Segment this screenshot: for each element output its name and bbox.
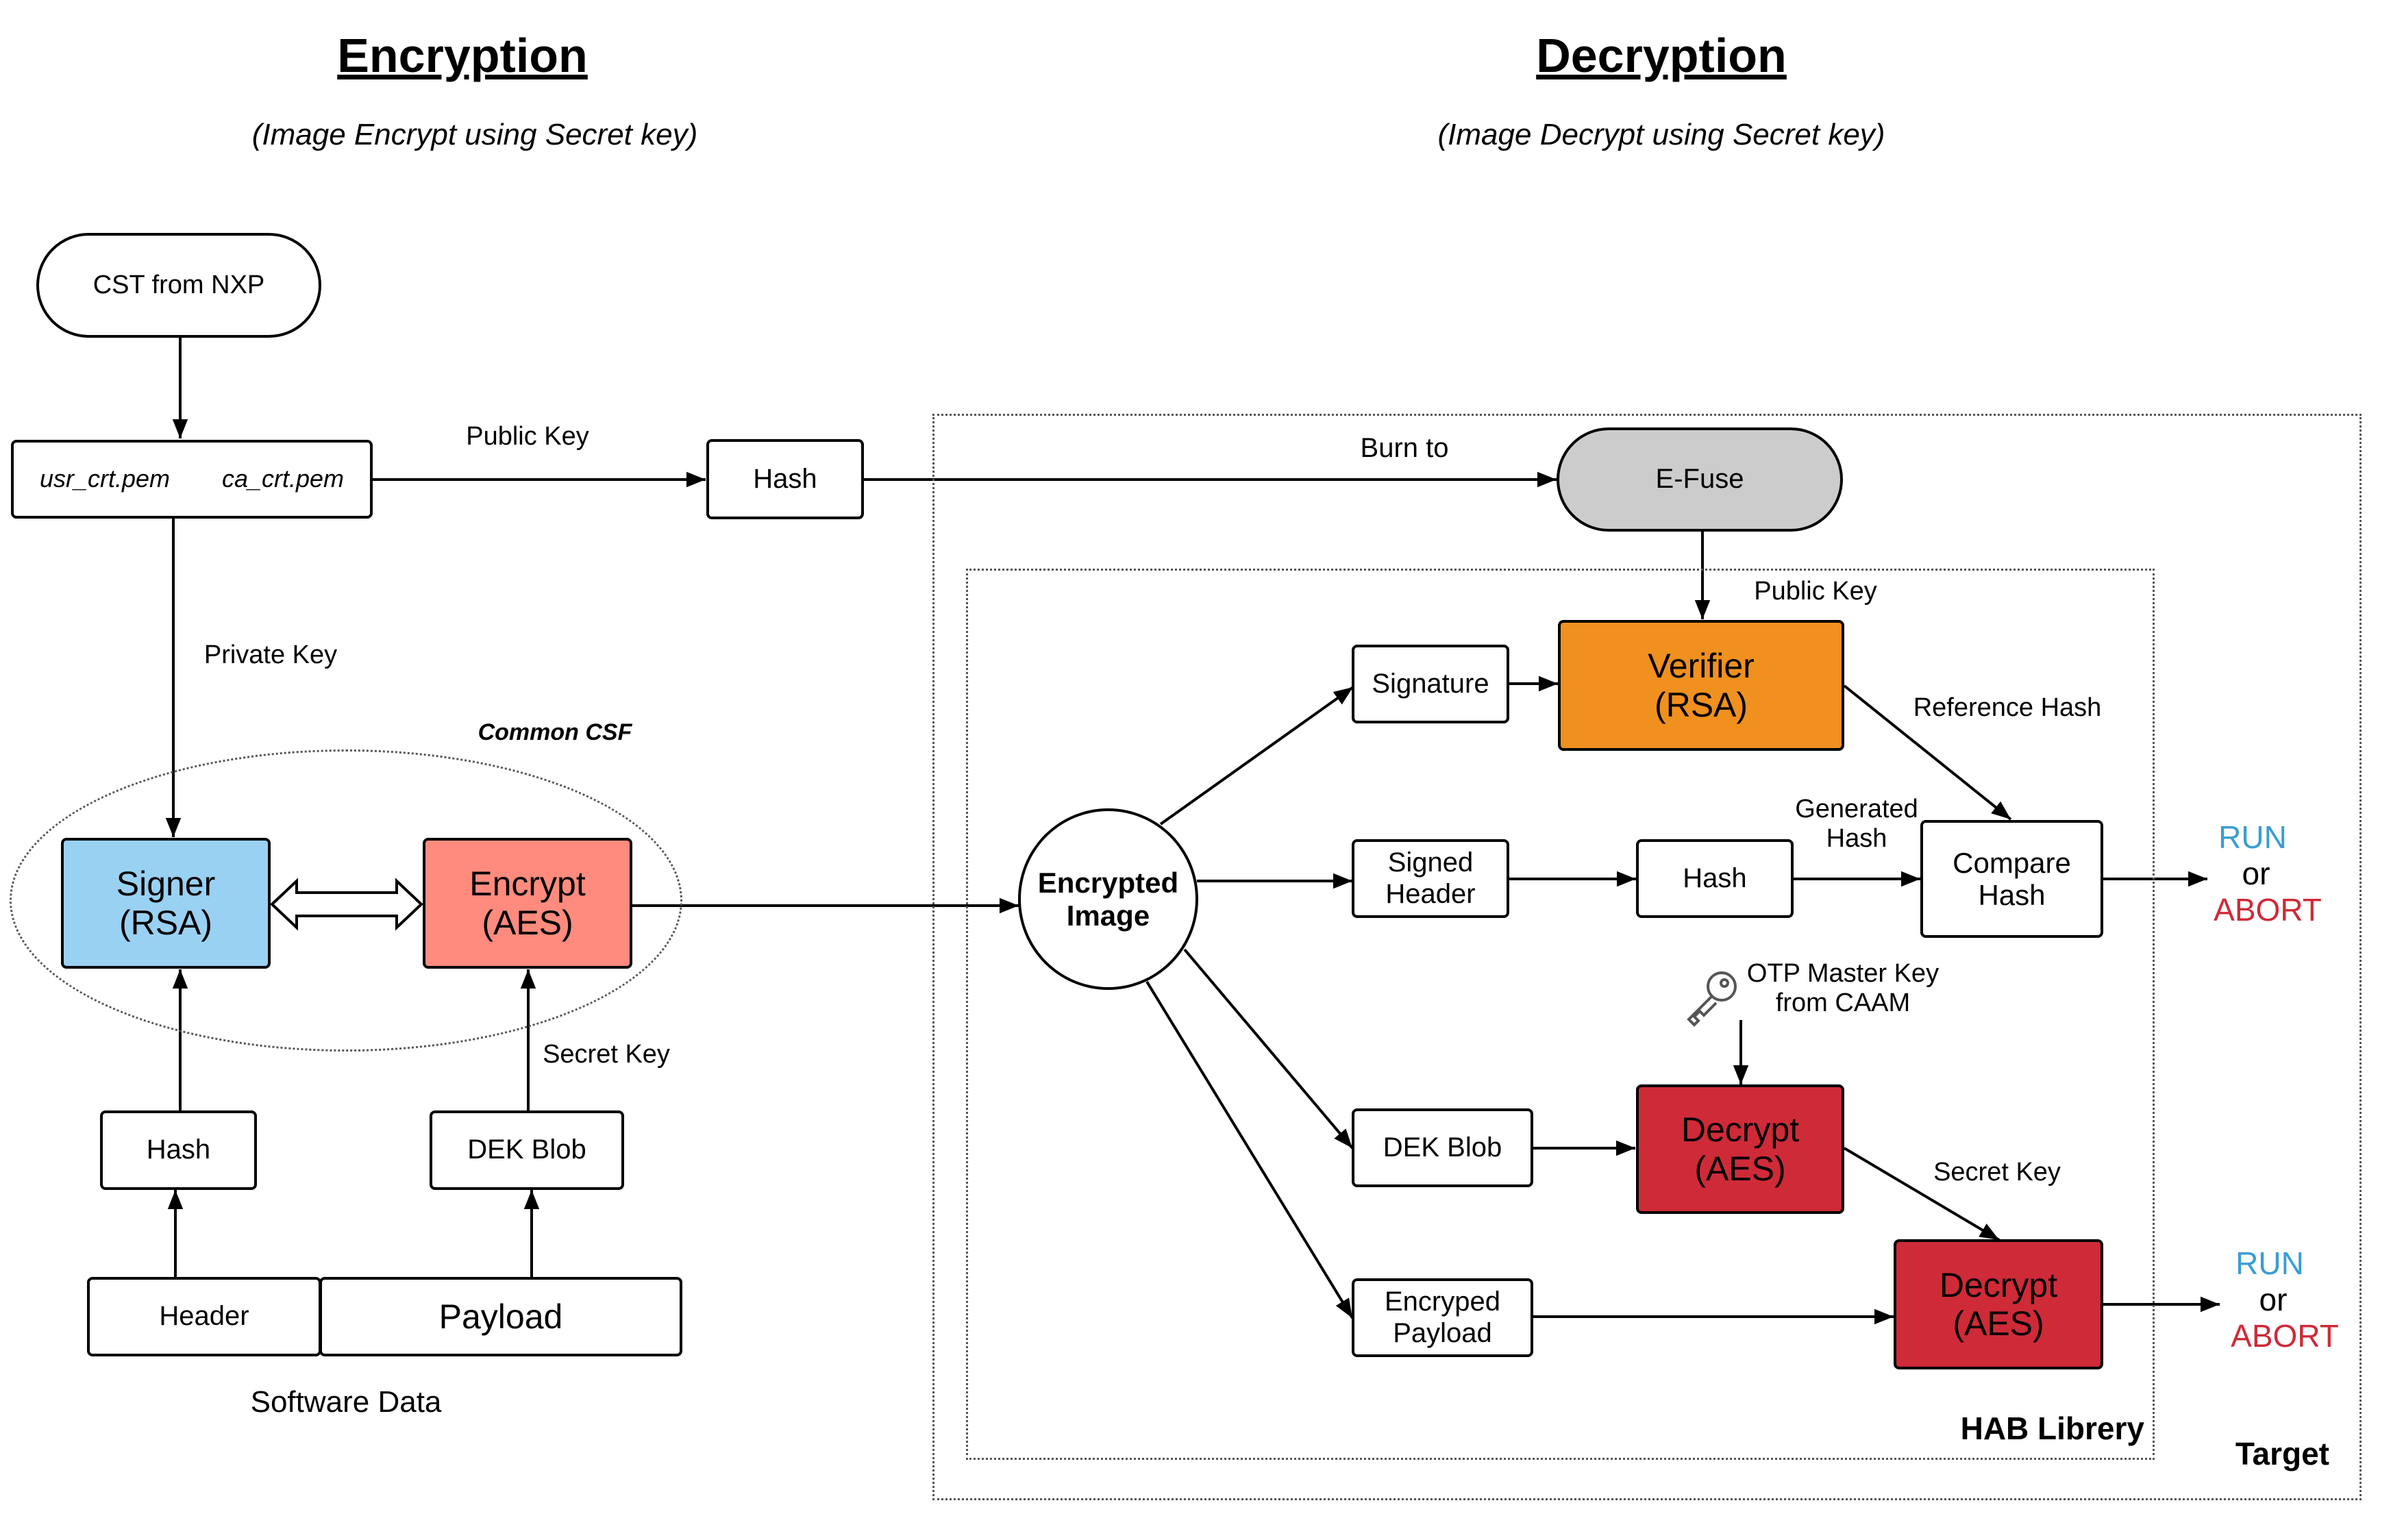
- cst-from-nxp-label: CST from NXP: [92, 271, 265, 300]
- dek-blob-enc: DEK Blob: [430, 1110, 624, 1190]
- encrypted-image: Encrypted Image: [1018, 808, 1198, 990]
- signer-rsa-line1: Signer: [116, 865, 216, 903]
- public-key-label-dec: Public Key: [1754, 577, 1877, 606]
- hash-box-top-label: Hash: [753, 463, 817, 494]
- ca-crt-file: ca_crt.pem: [221, 464, 345, 493]
- signature-box: Signature: [1352, 645, 1509, 723]
- hash-box-bottom: Hash: [100, 1110, 257, 1190]
- decryption-subtitle: (Image Decrypt using Secret key): [1437, 118, 1885, 151]
- payload-label: Payload: [438, 1297, 563, 1336]
- dek-blob-dec: DEK Blob: [1352, 1108, 1533, 1187]
- public-key-label: Public Key: [466, 422, 589, 451]
- signer-rsa-line2: (RSA): [119, 903, 213, 942]
- key-icon: [1687, 971, 1737, 1027]
- decrypt-aes-1-line2: (AES): [1694, 1149, 1786, 1188]
- otp-line1: OTP Master Key: [1746, 959, 1940, 988]
- encrypted-payload-line2: Payload: [1393, 1317, 1492, 1348]
- compare-hash-line2: Hash: [1978, 879, 2046, 911]
- decrypt-aes-1: Decrypt (AES): [1636, 1084, 1844, 1214]
- encrypt-aes-line1: Encrypt: [469, 865, 586, 903]
- generated-hash-label: Generated Hash: [1774, 795, 1939, 853]
- encrypted-image-line2: Image: [1066, 899, 1150, 932]
- verifier-rsa-line2: (RSA): [1654, 685, 1748, 724]
- encrypt-aes: Encrypt (AES): [423, 838, 632, 969]
- secret-key-label-dec: Secret Key: [1933, 1158, 2061, 1187]
- signed-header-line1: Signed: [1387, 847, 1474, 878]
- dek-blob-enc-label: DEK Blob: [467, 1134, 586, 1165]
- hash-box-bottom-label: Hash: [146, 1134, 211, 1165]
- signed-header-box: Signed Header: [1352, 839, 1509, 918]
- outcome-bottom-or: or: [2259, 1281, 2288, 1317]
- decrypt-aes-2-line1: Decrypt: [1939, 1265, 2058, 1304]
- encryption-heading: Encryption: [337, 29, 588, 82]
- target-region: [932, 414, 2362, 1500]
- compare-hash-box: Compare Hash: [1920, 820, 2103, 938]
- encrypted-payload-box: Encryped Payload: [1352, 1278, 1533, 1357]
- outcome-top-or: or: [2242, 855, 2270, 891]
- hash-box-top: Hash: [706, 439, 864, 519]
- outcome-top: RUN or ABORT: [2189, 819, 2346, 928]
- e-fuse: E-Fuse: [1557, 427, 1843, 532]
- common-csf-label: Common CSF: [478, 719, 632, 745]
- generated-hash-line1: Generated: [1795, 795, 1918, 823]
- encryption-subtitle: (Image Encrypt using Secret key): [251, 118, 698, 151]
- hash-box-dec-label: Hash: [1683, 862, 1747, 893]
- signed-header-line2: Header: [1385, 878, 1476, 909]
- verifier-rsa: Verifier (RSA): [1558, 620, 1844, 751]
- outcome-top-run: RUN: [2218, 819, 2287, 855]
- target-label: Target: [2235, 1436, 2329, 1471]
- decrypt-aes-2: Decrypt (AES): [1894, 1239, 2103, 1369]
- verifier-rsa-line1: Verifier: [1648, 647, 1755, 685]
- cert-files-box: usr_crt.pem ca_crt.pem: [11, 440, 373, 519]
- usr-crt-file: usr_crt.pem: [39, 464, 171, 493]
- encrypt-aes-line2: (AES): [482, 903, 573, 942]
- header-box: Header: [87, 1277, 321, 1356]
- outcome-top-abort: ABORT: [2214, 891, 2322, 928]
- header-label: Header: [159, 1301, 249, 1332]
- e-fuse-label: E-Fuse: [1655, 464, 1744, 495]
- dek-blob-dec-label: DEK Blob: [1383, 1132, 1502, 1163]
- burn-to-label: Burn to: [1360, 433, 1449, 463]
- outcome-bottom-run: RUN: [2235, 1245, 2304, 1281]
- private-key-label: Private Key: [203, 641, 338, 669]
- decrypt-aes-1-line1: Decrypt: [1681, 1110, 1800, 1149]
- common-csf-region: [10, 749, 682, 1052]
- outcome-bottom-abort: ABORT: [2231, 1317, 2339, 1354]
- compare-hash-line1: Compare: [1953, 846, 2071, 879]
- decrypt-aes-2-line2: (AES): [1953, 1304, 2044, 1343]
- hab-library-label: HAB Librery: [1960, 1411, 2144, 1446]
- payload-box: Payload: [319, 1277, 682, 1356]
- reference-hash-label: Reference Hash: [1913, 693, 2102, 722]
- decryption-heading: Decryption: [1536, 29, 1787, 82]
- encrypted-image-line1: Encrypted: [1037, 867, 1179, 899]
- software-data-label: Software Data: [250, 1385, 442, 1419]
- otp-master-key-label: OTP Master Key from CAAM: [1740, 959, 1946, 1017]
- encrypted-payload-line1: Encryped: [1385, 1287, 1500, 1317]
- hab-library-region: [966, 569, 2155, 1460]
- signer-rsa: Signer (RSA): [61, 838, 271, 969]
- signature-label: Signature: [1372, 668, 1489, 699]
- outcome-bottom: RUN or ABORT: [2206, 1245, 2364, 1354]
- cst-from-nxp: CST from NXP: [36, 233, 321, 338]
- otp-line2: from CAAM: [1775, 988, 1911, 1017]
- secret-key-label-enc: Secret Key: [543, 1040, 670, 1069]
- hash-box-dec: Hash: [1636, 839, 1794, 918]
- generated-hash-line2: Hash: [1826, 823, 1887, 853]
